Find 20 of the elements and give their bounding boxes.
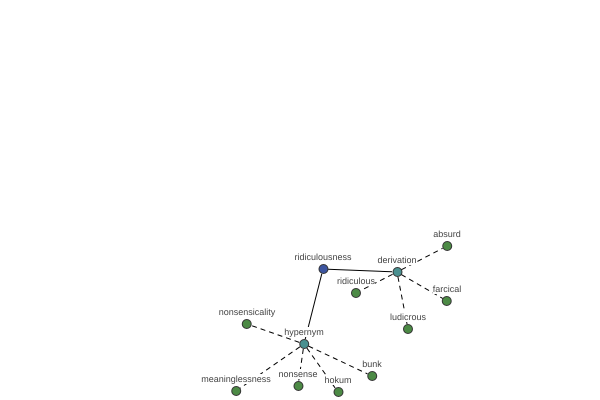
node-label: hypernym (284, 327, 324, 337)
node-label: ridiculousness (294, 252, 352, 262)
node-label: nonsense (278, 369, 318, 379)
node-label: meaninglessness (201, 374, 271, 384)
dashed-line (306, 348, 336, 388)
node-label: nonsensicality (218, 307, 276, 317)
dashed-line (397, 276, 408, 325)
node-label: ludicrous (390, 312, 426, 322)
node-label: bunk (362, 359, 382, 369)
dashed-line (400, 248, 444, 270)
node-label: derivation (377, 255, 417, 265)
dashed-line (400, 274, 444, 299)
connector-line (328, 268, 392, 272)
dashed-line (251, 325, 300, 343)
node-label: ridiculous (336, 276, 376, 286)
dashed-line (308, 346, 368, 374)
node-label: absurd (433, 229, 461, 239)
node-label: farcical (432, 284, 462, 294)
node-label: hokum (324, 375, 352, 385)
dashed-line (298, 348, 304, 382)
